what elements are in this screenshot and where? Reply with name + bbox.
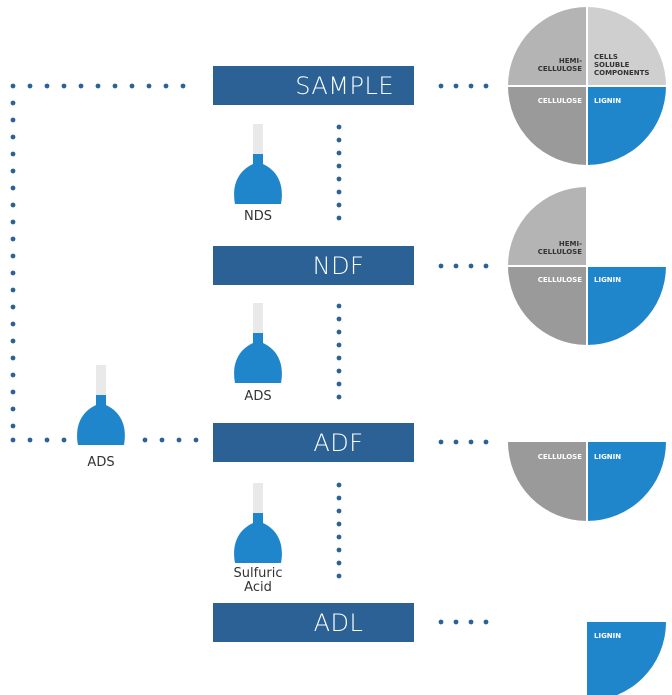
pie-adf (508, 442, 666, 521)
dots-left-to-sample (10, 83, 186, 89)
label-line: HEMI- (558, 57, 582, 65)
step-box-ndf: NDF (213, 246, 414, 285)
pie-adf-cellulose-label: CELLULOSE (537, 453, 582, 461)
dots-sample-to-ndf (336, 124, 342, 221)
step-label-adf: ADF (313, 428, 364, 457)
pie-sample-lignin-label: LIGNIN (594, 97, 622, 105)
dots-left-to-adf (27, 437, 199, 443)
pie-sample-cells-label: CELLS SOLUBLE COMPONENTS (594, 53, 664, 77)
pie-sample-hemicellulose-label: HEMI- CELLULOSE (530, 57, 582, 73)
dots-adl-to-pie (438, 619, 489, 625)
step-label-adl: ADL (313, 608, 364, 637)
slice-hemicellulose (508, 7, 587, 86)
label-line: SOLUBLE (594, 61, 630, 69)
slice-lignin (587, 266, 666, 345)
pie-adl-lignin-label: LIGNIN (594, 632, 622, 640)
flask-icon-nds (234, 124, 282, 204)
reagent-label-line: Acid (244, 580, 272, 595)
reagent-label-nds: NDS (244, 209, 272, 224)
slice-lignin (587, 622, 666, 695)
label-line: CELLS (594, 53, 618, 61)
dots-left-vertical (10, 100, 16, 443)
reagent-label-ads: ADS (244, 389, 272, 404)
label-line: COMPONENTS (594, 69, 650, 77)
step-box-adl: ADL (213, 603, 414, 642)
pie-adl (587, 622, 666, 695)
slice-lignin (587, 442, 666, 521)
pie-ndf (508, 187, 666, 345)
step-box-sample: SAMPLE (213, 66, 414, 105)
dots-ndf-to-pie (438, 263, 489, 269)
slice-cellulose (508, 86, 587, 165)
pie-ndf-cellulose-label: CELLULOSE (537, 276, 582, 284)
reagent-label-sulfuric-acid: Sulfuric Acid (218, 567, 298, 595)
slice-lignin (587, 86, 666, 165)
label-line: CELLULOSE (537, 248, 582, 256)
slice-cells (587, 7, 666, 86)
label-line: CELLULOSE (537, 65, 582, 73)
slice-cellulose (508, 266, 587, 345)
slice-hemicellulose (508, 187, 587, 266)
dots-adf-to-adl (336, 482, 342, 579)
pie-adf-lignin-label: LIGNIN (594, 453, 622, 461)
reagent-label-line: Sulfuric (233, 566, 283, 581)
step-label-sample: SAMPLE (295, 71, 394, 100)
slice-cellulose (508, 442, 587, 521)
label-line: HEMI- (558, 240, 582, 248)
flask-icon-sulfuric-acid (234, 483, 282, 563)
flask-icon-ads-side (77, 365, 125, 445)
pie-ndf-lignin-label: LIGNIN (594, 276, 622, 284)
pie-sample-cellulose-label: CELLULOSE (537, 97, 582, 105)
pie-ndf-hemicellulose-label: HEMI- CELLULOSE (530, 240, 582, 256)
reagent-label-ads-side: ADS (87, 455, 115, 470)
dots-adf-to-pie (438, 439, 489, 445)
pie-sample (508, 7, 666, 165)
dots-ndf-to-adf (336, 303, 342, 400)
dots-sample-to-pie (438, 83, 489, 89)
flask-icon-ads (234, 303, 282, 383)
step-box-adf: ADF (213, 423, 414, 462)
step-label-ndf: NDF (312, 251, 365, 280)
